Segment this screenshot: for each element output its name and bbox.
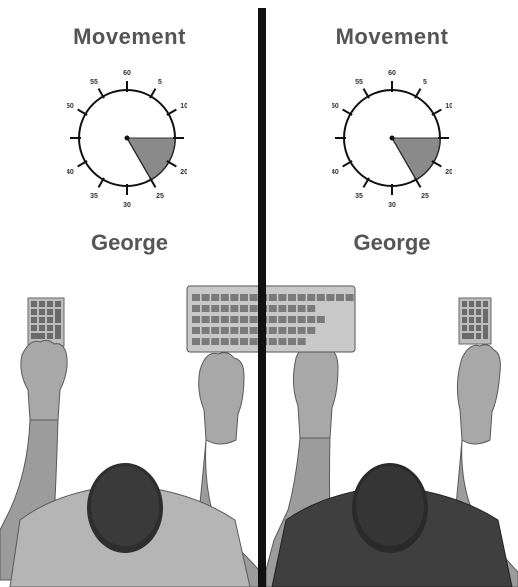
keyboard-key: [288, 294, 296, 301]
left-dial-label: 35: [90, 193, 98, 200]
keyboard-key: [250, 316, 258, 323]
left-name: George: [0, 230, 259, 256]
left-title: Movement: [0, 24, 259, 50]
keyboard-key: [336, 294, 344, 301]
keyboard-key: [250, 305, 258, 312]
keyboard-key: [307, 305, 315, 312]
keyboard-key: [240, 327, 248, 334]
keyboard-key: [298, 294, 306, 301]
keyboard-key: [298, 305, 306, 312]
keyboard-key: [221, 338, 229, 345]
keyboard-key: [221, 316, 229, 323]
keyboard-key: [240, 294, 248, 301]
keyboard-key: [211, 305, 219, 312]
head-icon: [87, 463, 163, 553]
left-dial-center: [125, 136, 130, 141]
keyboard-key: [202, 327, 210, 334]
keyboard-icon: [186, 285, 356, 355]
keyboard-key: [211, 316, 219, 323]
left-dial: 60510152025303540455055: [67, 58, 187, 218]
left-dial-label: 40: [67, 169, 74, 176]
keyboard-key: [269, 305, 277, 312]
keyboard-key: [307, 294, 315, 301]
keyboard-key: [211, 327, 219, 334]
right-name: George: [266, 230, 518, 256]
keyboard-key: [230, 327, 238, 334]
keyboard-key: [269, 294, 277, 301]
keyboard-key: [192, 327, 200, 334]
keyboard-key: [288, 327, 296, 334]
keyboard-key: [278, 316, 286, 323]
keyboard-key: [230, 338, 238, 345]
keyboard-key: [240, 316, 248, 323]
keyboard-key: [298, 327, 306, 334]
left-dial-label: 50: [67, 103, 74, 110]
keyboard-key: [326, 294, 334, 301]
keyboard-key: [202, 316, 210, 323]
keyboard-key: [317, 294, 325, 301]
numeric-keypad-icon: [28, 298, 64, 346]
right-title: Movement: [266, 24, 518, 50]
keyboard-key: [250, 294, 258, 301]
keyboard-key: [211, 294, 219, 301]
right-dial-label: 25: [421, 193, 429, 200]
keyboard-key: [192, 316, 200, 323]
keyboard-key: [278, 338, 286, 345]
right-dial-label: 40: [332, 169, 339, 176]
keyboard-key: [346, 294, 354, 301]
keyboard-key: [211, 338, 219, 345]
left-dial-label: 25: [156, 193, 164, 200]
keyboard-key: [192, 294, 200, 301]
keyboard-key: [192, 338, 200, 345]
right-dial-label: 10: [445, 103, 452, 110]
right-dial-label: 60: [388, 70, 396, 77]
keyboard-key: [221, 305, 229, 312]
keyboard-key: [240, 305, 248, 312]
panel-divider: [258, 8, 266, 587]
right-dial-label: 50: [332, 103, 339, 110]
keyboard-key: [230, 305, 238, 312]
right-dial: 60510152025303540455055: [332, 58, 452, 218]
keyboard-key: [269, 316, 277, 323]
keyboard-key: [230, 294, 238, 301]
keyboard-key: [298, 316, 306, 323]
keyboard-key: [278, 327, 286, 334]
keyboard-key: [307, 316, 315, 323]
keyboard-key: [250, 338, 258, 345]
head-icon: [352, 463, 428, 553]
left-dial-label: 30: [123, 202, 131, 209]
keyboard-key: [240, 338, 248, 345]
keyboard-key: [202, 305, 210, 312]
right-dial-label: 55: [355, 79, 363, 86]
right-dial-label: 30: [388, 202, 396, 209]
keyboard-key: [278, 294, 286, 301]
right-dial-label: 20: [445, 169, 452, 176]
right-dial-label: 35: [355, 193, 363, 200]
numeric-keypad-icon: [459, 298, 491, 344]
keyboard-key: [202, 338, 210, 345]
keyboard-key: [317, 316, 325, 323]
right-dial-label: 5: [423, 79, 427, 86]
keyboard-key: [192, 305, 200, 312]
keyboard-key: [250, 327, 258, 334]
keyboard-key: [230, 316, 238, 323]
keyboard-key: [298, 338, 306, 345]
keyboard-key: [288, 305, 296, 312]
keyboard-key: [221, 327, 229, 334]
keyboard-key: [269, 327, 277, 334]
keyboard-key: [278, 305, 286, 312]
left-dial-label: 20: [180, 169, 187, 176]
keyboard-key: [202, 294, 210, 301]
right-dial-center: [390, 136, 395, 141]
keyboard-key: [307, 327, 315, 334]
keyboard-key: [288, 316, 296, 323]
keyboard-key: [269, 338, 277, 345]
left-dial-label: 5: [158, 79, 162, 86]
keyboard-key: [221, 294, 229, 301]
keyboard-key: [288, 338, 296, 345]
left-dial-label: 55: [90, 79, 98, 86]
left-dial-label: 60: [123, 70, 131, 77]
left-dial-label: 10: [180, 103, 187, 110]
